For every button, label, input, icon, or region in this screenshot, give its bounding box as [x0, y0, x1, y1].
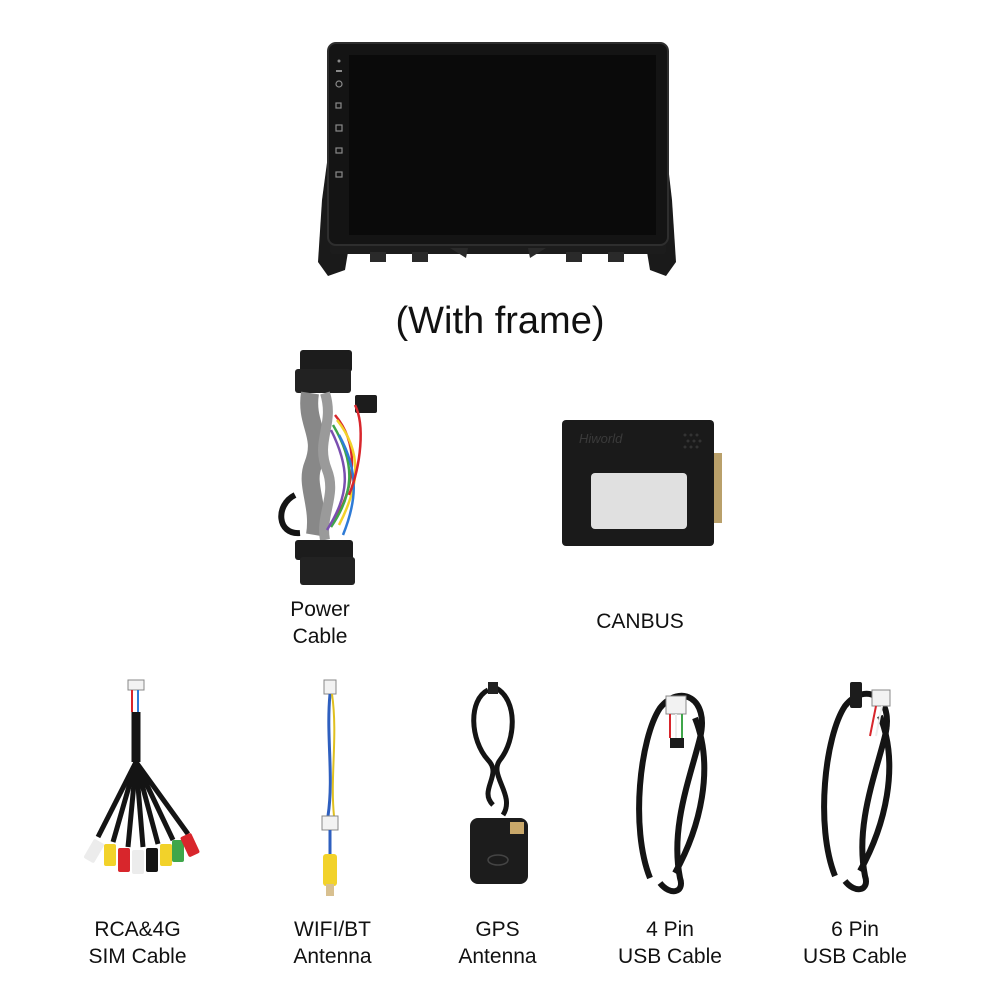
canbus-caption-line1: CANBUS — [596, 610, 684, 633]
wifi-antenna-caption-line2: Antenna — [293, 945, 372, 968]
canbus-brand-text: Hiworld — [579, 431, 623, 446]
wifi-antenna-caption-line1: WIFI/BT — [294, 918, 371, 941]
canbus-caption: CANBUS — [560, 608, 720, 635]
head-unit-screen — [349, 55, 656, 235]
power-cable-caption-line2: Cable — [292, 625, 348, 648]
usb6-cable-caption: 6 Pin USB Cable — [780, 916, 930, 970]
rca-cable-caption-line1: RCA&4G — [94, 918, 181, 941]
canbus-box-image: Hiworld — [562, 420, 722, 546]
wifi-antenna-caption: WIFI/BT Antenna — [260, 916, 405, 970]
power-cable-caption-line1: Power — [290, 598, 350, 621]
usb6-cable-caption-line1: 6 Pin — [831, 918, 879, 941]
gps-antenna-caption-line2: Antenna — [458, 945, 537, 968]
power-cable-caption: Power Cable — [250, 596, 390, 650]
usb4-cable-caption: 4 Pin USB Cable — [595, 916, 745, 970]
gps-antenna-image — [470, 682, 528, 884]
rca-cable-caption: RCA&4G SIM Cable — [60, 916, 215, 970]
wifi-antenna-image — [321, 679, 339, 896]
gps-antenna-caption: GPS Antenna — [430, 916, 565, 970]
usb6-cable-caption-line2: USB Cable — [803, 945, 907, 968]
rca-cable-image — [84, 679, 200, 874]
rca-cable-caption-line2: SIM Cable — [88, 945, 187, 968]
usb4-cable-caption-line2: USB Cable — [618, 945, 722, 968]
gps-antenna-caption-line1: GPS — [475, 918, 520, 941]
power-cable-image — [278, 350, 377, 585]
usb6-cable-image — [821, 682, 893, 893]
head-unit-image — [318, 42, 676, 276]
usb4-cable-caption-line1: 4 Pin — [646, 918, 694, 941]
frame-caption: (With frame) — [395, 300, 605, 342]
usb4-cable-image — [636, 692, 708, 895]
